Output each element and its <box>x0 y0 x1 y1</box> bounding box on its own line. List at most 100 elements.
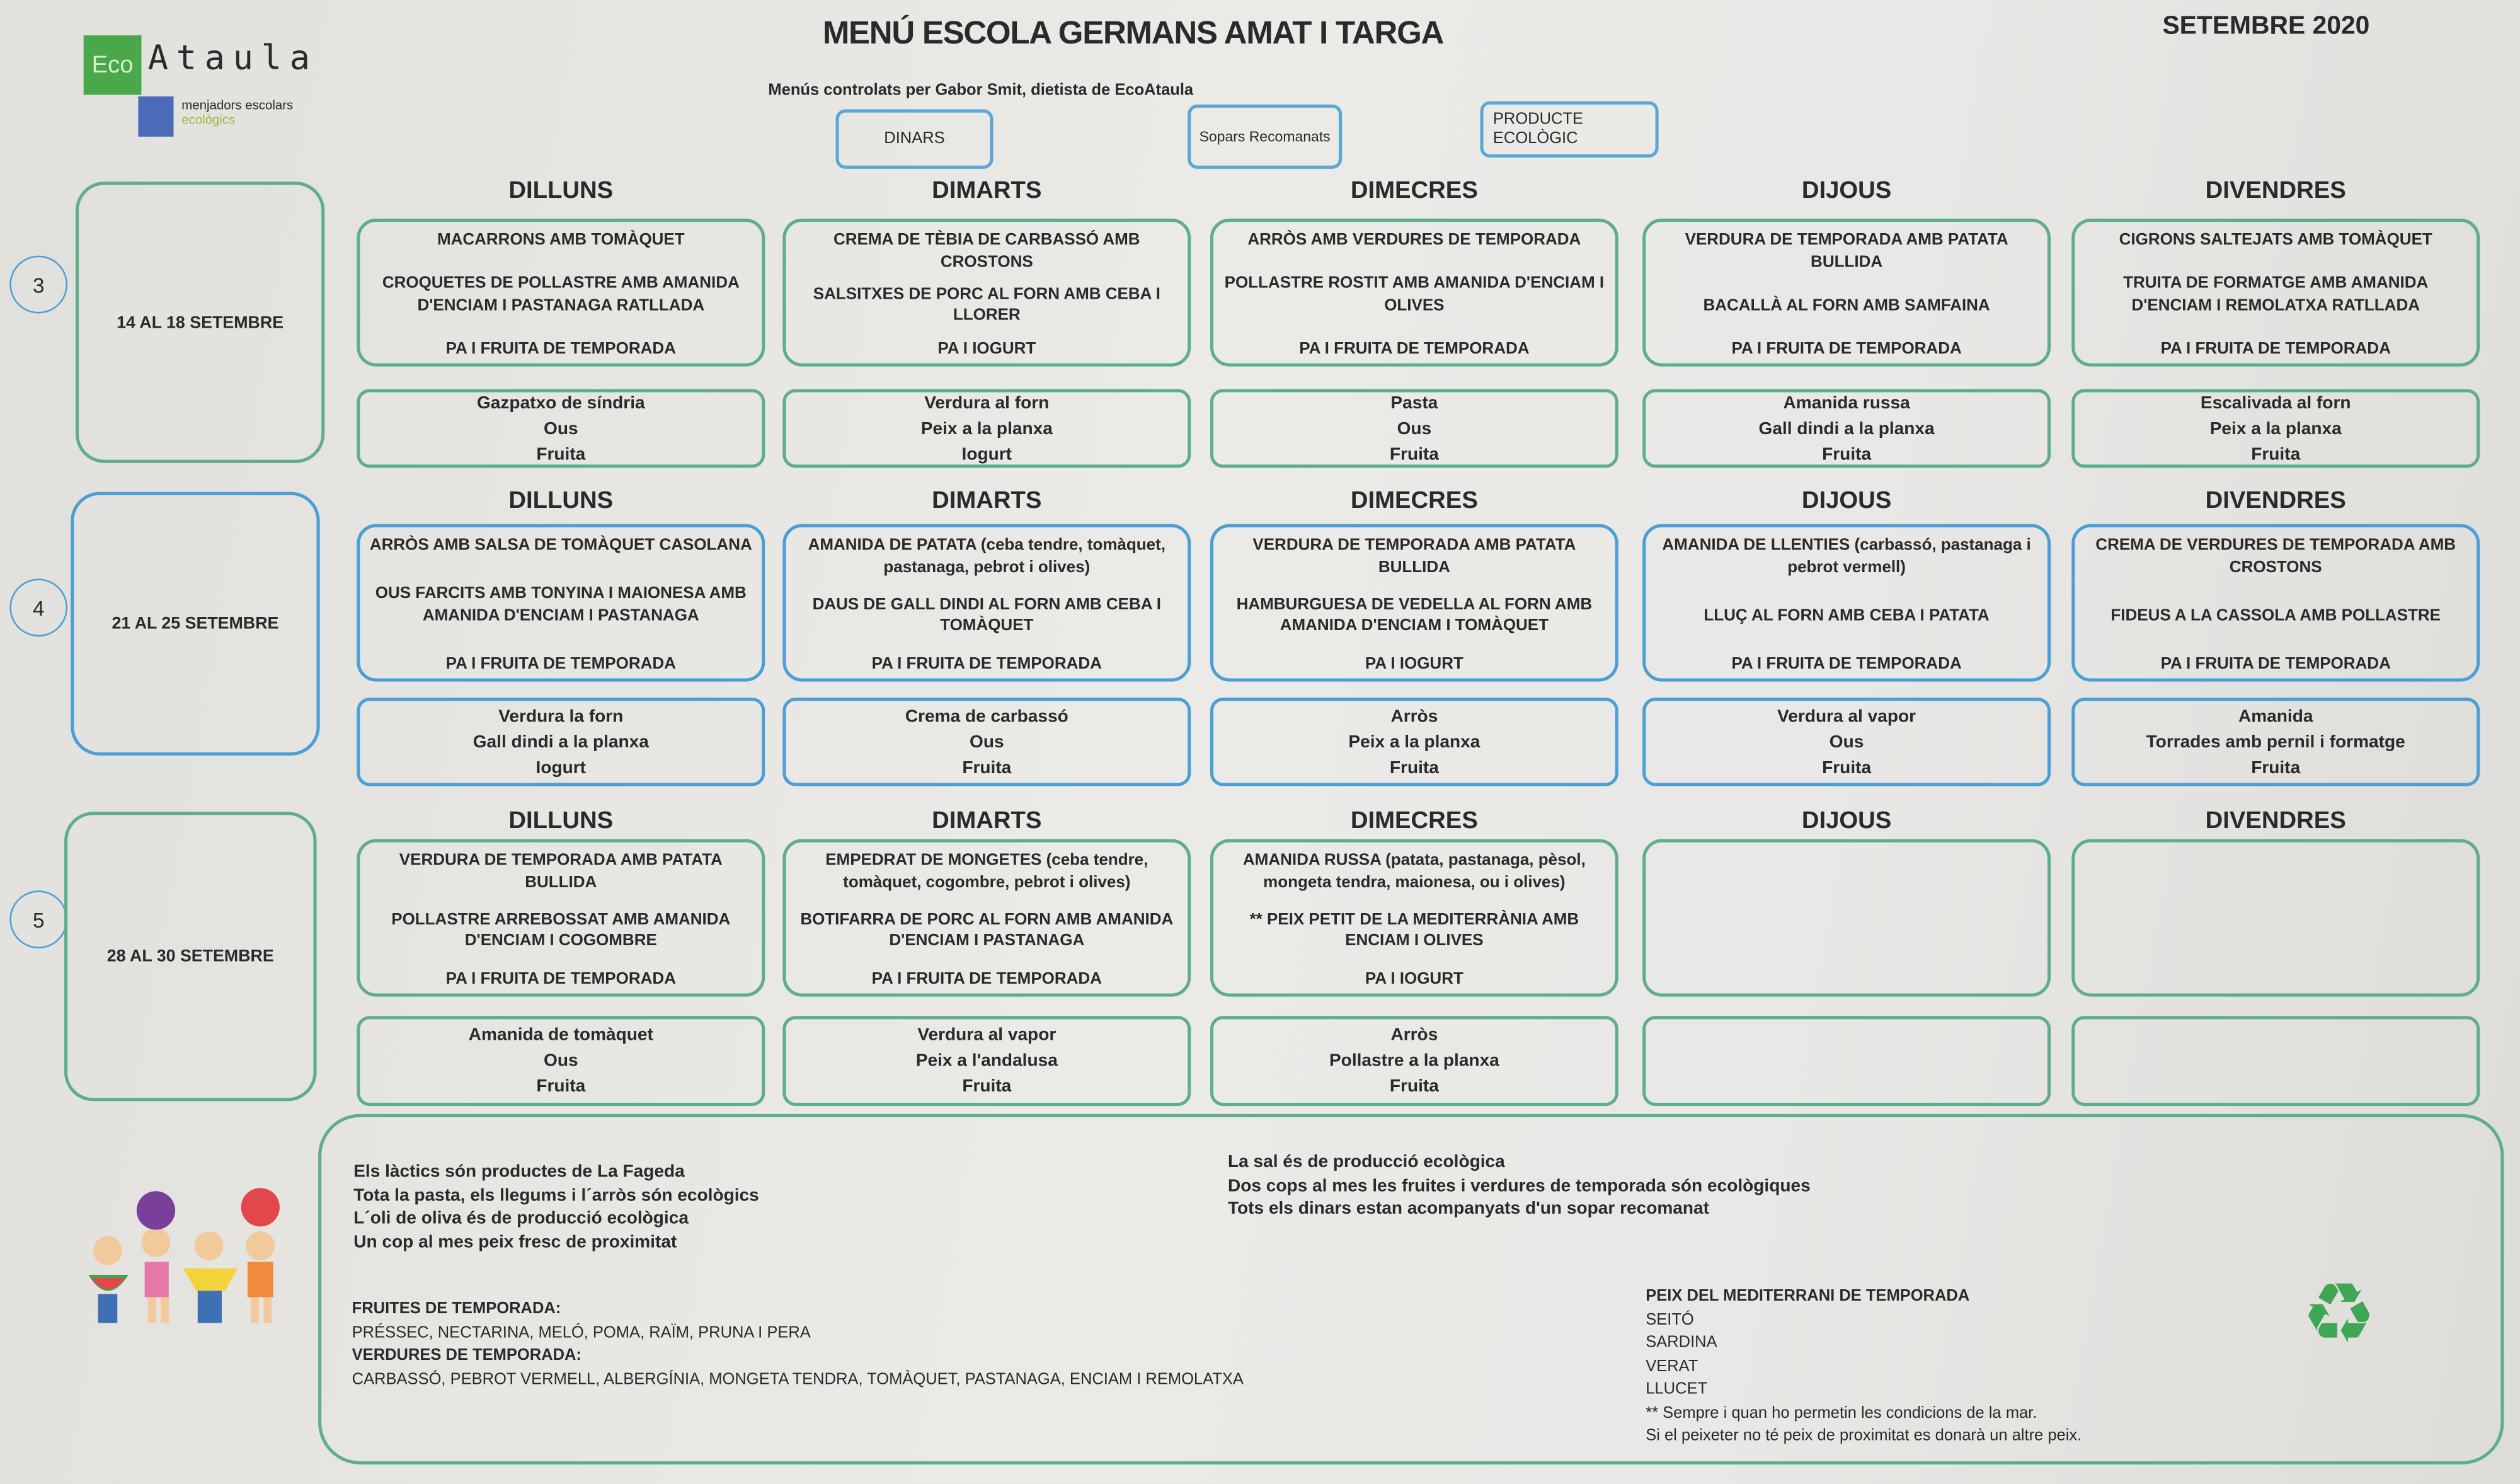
dinner-dish: Peix a la planxa <box>2209 418 2342 439</box>
day-heading: DIMARTS <box>932 486 1042 515</box>
lunch-dish: AMANIDA DE PATATA (ceba tendre, tomàquet… <box>808 537 1166 577</box>
day-heading: DIJOUS <box>1801 176 1892 204</box>
dinner-dish: Fruita <box>2251 757 2301 778</box>
lunch-dish: EMPEDRAT DE MONGETES (ceba tendre, tomàq… <box>825 852 1148 892</box>
lunch-dish: CROQUETES DE POLLASTRE AMB AMANIDA D'ENC… <box>382 275 740 314</box>
lunch-dish: BACALLÀ AL FORN AMB SAMFAINA <box>1703 296 1990 314</box>
dinner-dish: Fruita <box>962 1077 1012 1096</box>
dinner-dish: Peix a l'andalusa <box>915 1051 1058 1071</box>
week-dates-box: 28 AL 30 SETEMBRE <box>64 812 317 1101</box>
logo-name: Ataula <box>147 38 318 78</box>
dinner-dish: Gall dindi a la planxa <box>472 732 649 752</box>
lunch-box: MACARRONS AMB TOMÀQUET CROQUETES DE POLLA… <box>357 218 765 367</box>
dinner-dish: Fruita <box>536 444 586 464</box>
week-number-circle: 4 <box>9 578 68 637</box>
fish-item: LLUCET <box>1646 1381 1708 1399</box>
dinner-dish: Verdura al forn <box>924 393 1050 413</box>
fruits-list: PRÉSSEC, NECTARINA, MELÓ, POMA, RAÏM, PR… <box>352 1323 811 1342</box>
fish-note: Si el peixeter no té peix de proximitat … <box>1646 1427 2082 1446</box>
dinner-dish: Verdura la forn <box>498 706 624 726</box>
legend-producte-ecologic: PRODUCTE ECOLÒGIC <box>1480 101 1659 158</box>
lunch-box: AMANIDA DE PATATA (ceba tendre, tomàquet… <box>782 524 1191 682</box>
day-heading: DILLUNS <box>508 176 614 204</box>
lunch-dish: PA I IOGURT <box>937 340 1036 358</box>
week-dates-box: 14 AL 18 SETEMBRE <box>75 181 325 463</box>
dinner-dish: Peix a la planxa <box>1348 732 1480 752</box>
note-line: Dos cops al mes les fruites i verdures d… <box>1227 1176 1811 1195</box>
seasonal-fish: PEIX DEL MEDITERRANI DE TEMPORADA SEITÓ … <box>1646 1286 2082 1449</box>
day-heading: DIMECRES <box>1350 486 1478 515</box>
legend-label: Sopars Recomanats <box>1199 129 1331 145</box>
lunch-dish: PA I FRUITA DE TEMPORADA <box>445 970 676 988</box>
lunch-dish: CIGRONS SALTEJATS AMB TOMÀQUET <box>2119 231 2432 250</box>
lunch-dish: PA I FRUITA DE TEMPORADA <box>2160 655 2391 673</box>
dinner-dish: Iogurt <box>536 757 587 778</box>
lunch-dish: PA I FRUITA DE TEMPORADA <box>1731 655 1962 673</box>
day-heading: DIMECRES <box>1350 807 1478 834</box>
lunch-dish: ARRÒS AMB SALSA DE TOMÀQUET CASOLANA <box>369 537 752 555</box>
dinner-dish: Iogurt <box>961 444 1012 464</box>
lunch-dish: ** PEIX PETIT DE LA MEDITERRÀNIA AMB ENC… <box>1249 911 1579 951</box>
day-heading: DILLUNS <box>508 486 614 515</box>
dinner-dish: Ous <box>543 1051 578 1071</box>
logo-blue-block <box>138 96 174 137</box>
lunch-dish: DAUS DE GALL DINDI AL FORN AMB CEBA I TO… <box>812 595 1162 636</box>
lunch-box: AMANIDA DE LLENTIES (carbassó, pastanaga… <box>1642 524 2051 682</box>
dinner-dish: Fruita <box>1389 757 1439 778</box>
lunch-box <box>1642 839 2051 997</box>
dinner-box <box>2071 1016 2480 1107</box>
week-dates-label: 28 AL 30 SETEMBRE <box>106 946 274 967</box>
lunch-dish: PA I FRUITA DE TEMPORADA <box>871 655 1102 673</box>
legend-label: DINARS <box>884 129 945 147</box>
lunch-dish: AMANIDA DE LLENTIES (carbassó, pastanaga… <box>1662 537 2031 577</box>
fish-item: SARDINA <box>1646 1334 1717 1352</box>
dinner-dish: Arròs <box>1390 706 1438 726</box>
dinner-dish: Fruita <box>1389 1077 1439 1096</box>
lunch-dish: AMANIDA RUSSA (patata, pastanaga, pèsol,… <box>1242 852 1586 892</box>
lunch-dish: SALSITXES DE PORC AL FORN AMB CEBA I LLO… <box>813 285 1160 325</box>
day-heading: DIJOUS <box>1801 807 1892 834</box>
day-heading: DIVENDRES <box>2205 807 2346 834</box>
dinner-dish: Fruita <box>2251 444 2301 464</box>
logo-tagline-1: menjadors escolars <box>181 98 294 113</box>
logo-tagline-2: ecològics <box>181 112 236 127</box>
dinner-dish: Escalivada al forn <box>2200 393 2351 413</box>
dinner-dish: Amanida <box>2238 706 2313 726</box>
dinner-dish: Fruita <box>962 757 1012 778</box>
vegetables-title: VERDURES DE TEMPORADA: <box>352 1347 581 1365</box>
footer-notes-box <box>318 1113 2504 1464</box>
day-heading: DIJOUS <box>1801 486 1892 515</box>
fruits-title: FRUITES DE TEMPORADA: <box>352 1300 561 1318</box>
dinner-dish: Peix a la planxa <box>920 418 1053 439</box>
dinner-dish: Gall dindi a la planxa <box>1758 418 1935 439</box>
lunch-dish: MACARRONS AMB TOMÀQUET <box>437 231 685 250</box>
lunch-box <box>2071 839 2480 997</box>
legend-dinars: DINARS <box>835 109 994 169</box>
fish-item: SEITÓ <box>1646 1311 1694 1329</box>
dinner-dish: Ous <box>970 732 1004 752</box>
vegetables-list: CARBASSÓ, PEBROT VERMELL, ALBERGÍNIA, MO… <box>352 1370 1244 1388</box>
week-dates-label: 14 AL 18 SETEMBRE <box>117 313 284 332</box>
dinner-dish: Pollastre a la planxa <box>1329 1051 1499 1071</box>
legend-sopars: Sopars Recomanats <box>1188 104 1343 169</box>
recycle-icon: ♻ <box>2301 1268 2376 1362</box>
footer-notes-left: Els làctics són productes de La Fageda T… <box>353 1161 759 1254</box>
week-number-circle: 5 <box>9 890 68 949</box>
legend-label: PRODUCTE ECOLÒGIC <box>1492 110 1584 147</box>
day-heading: DIVENDRES <box>2205 176 2346 204</box>
lunch-dish: VERDURA DE TEMPORADA AMB PATATA BULLIDA <box>1685 231 2008 271</box>
dinner-dish: Amanida russa <box>1783 393 1910 413</box>
dinner-dish: Ous <box>543 418 578 439</box>
dinner-dish: Torrades amb pernil i formatge <box>2146 732 2405 752</box>
note-line: Tots els dinars estan acompanyats d'un s… <box>1227 1199 1710 1219</box>
